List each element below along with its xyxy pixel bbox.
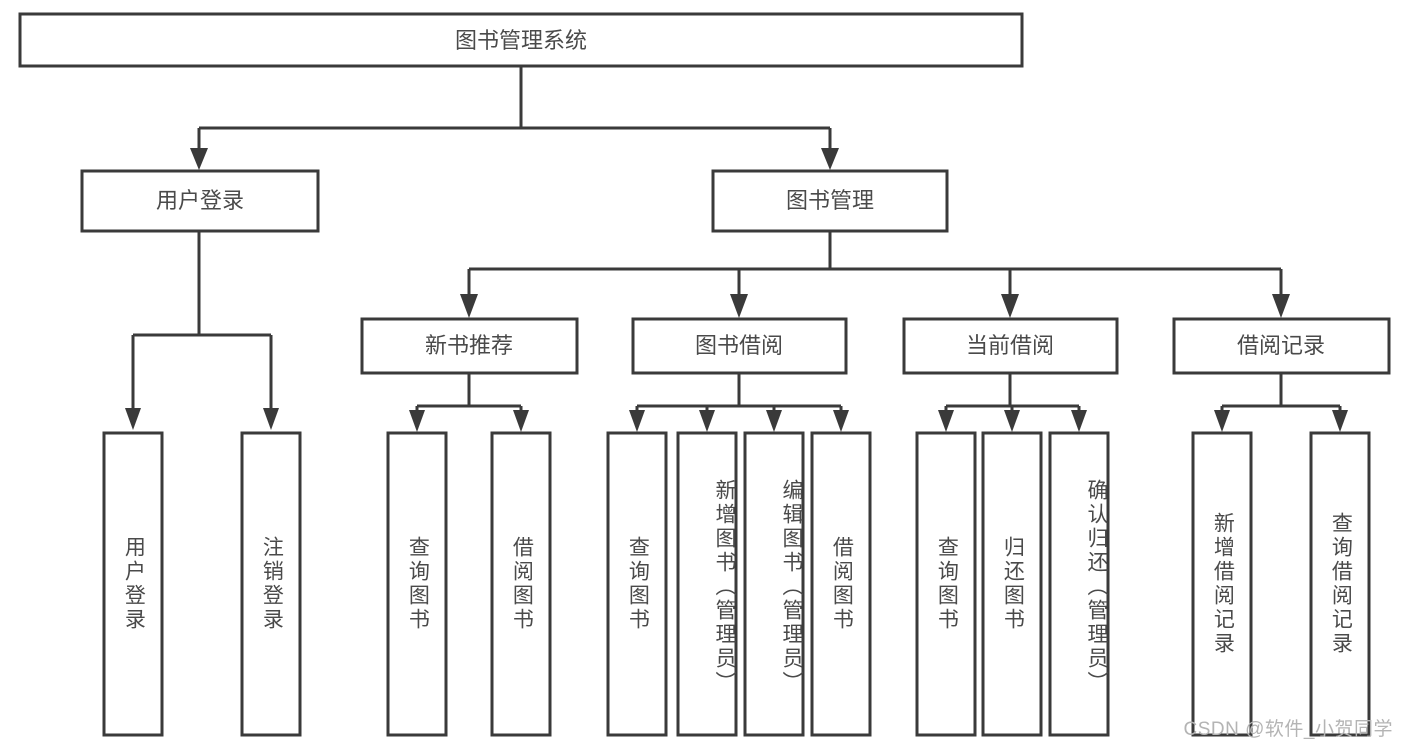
arrow-head-icon	[1214, 410, 1230, 432]
connector-newbook-to-leaves	[409, 374, 529, 432]
arrow-head-icon	[1332, 410, 1348, 432]
node-current-borrow-box[interactable]	[902, 317, 1119, 375]
node-borrow-record-box[interactable]	[1172, 317, 1391, 375]
leaf-box-current-borrow-2[interactable]	[1048, 431, 1110, 737]
leaf-box-borrow-record-0[interactable]	[1191, 431, 1253, 737]
node-user-login-box[interactable]	[80, 169, 320, 233]
leaf-box-book-borrow-2[interactable]	[743, 431, 805, 737]
leaf-box-new-book-1[interactable]	[490, 431, 552, 737]
node-borrow-record-label: 借阅记录	[1237, 333, 1325, 358]
leaf-box-book-borrow-3[interactable]	[810, 431, 872, 737]
arrow-head-icon	[1001, 294, 1019, 318]
node-user-login[interactable]: 用户登录	[80, 169, 320, 233]
arrow-head-icon	[699, 410, 715, 432]
node-new-book-recommend-label: 新书推荐	[425, 333, 513, 358]
connector-userlogin-to-leaves	[125, 232, 279, 430]
node-root-label: 图书管理系统	[455, 28, 587, 53]
node-book-borrow-label: 图书借阅	[695, 333, 783, 358]
connector-bookborrow-to-leaves	[629, 374, 849, 432]
leaf-box-book-borrow-1[interactable]	[676, 431, 738, 737]
arrow-head-icon	[125, 408, 141, 430]
arrow-head-icon	[513, 410, 529, 432]
node-book-borrow-box[interactable]	[631, 317, 848, 375]
node-user-login-label: 用户登录	[156, 188, 244, 213]
node-root[interactable]: 图书管理系统	[18, 12, 1024, 68]
node-current-borrow-label: 当前借阅	[966, 333, 1054, 358]
arrow-head-icon	[409, 410, 425, 432]
connector-borrowrecord-to-leaves	[1214, 374, 1348, 432]
node-current-borrow[interactable]: 当前借阅	[902, 317, 1119, 375]
node-new-book-recommend-box[interactable]	[360, 317, 579, 375]
node-book-borrow[interactable]: 图书借阅	[631, 317, 848, 375]
leaf-box-borrow-record-1[interactable]	[1309, 431, 1371, 737]
arrow-head-icon	[263, 408, 279, 430]
arrow-head-icon	[833, 410, 849, 432]
node-book-management-label: 图书管理	[786, 188, 874, 213]
leaf-box-user-login-0[interactable]	[102, 431, 164, 737]
arrow-head-icon	[766, 410, 782, 432]
leaf-box-current-borrow-0[interactable]	[915, 431, 977, 737]
leaf-box-new-book-0[interactable]	[386, 431, 448, 737]
node-book-management[interactable]: 图书管理	[711, 169, 949, 233]
arrow-head-icon	[821, 148, 839, 170]
arrow-head-icon	[938, 410, 954, 432]
node-book-management-box[interactable]	[711, 169, 949, 233]
connector-currentborrow-to-leaves	[938, 374, 1087, 432]
node-borrow-record[interactable]: 借阅记录	[1172, 317, 1391, 375]
node-root-box[interactable]	[18, 12, 1024, 68]
leaf-box-user-login-1[interactable]	[240, 431, 302, 737]
arrow-head-icon	[190, 148, 208, 170]
node-new-book-recommend[interactable]: 新书推荐	[360, 317, 579, 375]
arrow-head-icon	[1272, 294, 1290, 318]
arrow-head-icon	[730, 294, 748, 318]
leaf-box-current-borrow-1[interactable]	[981, 431, 1043, 737]
arrow-head-icon	[460, 294, 478, 318]
arrow-head-icon	[1071, 410, 1087, 432]
connector-bookmgmt-to-level2	[460, 232, 1290, 318]
connector-root-to-level1	[190, 66, 839, 170]
watermark: CSDN @软件_小贺同学	[1183, 719, 1393, 740]
arrow-head-icon	[629, 410, 645, 432]
leaf-box-book-borrow-0[interactable]	[606, 431, 668, 737]
arrow-head-icon	[1004, 410, 1020, 432]
